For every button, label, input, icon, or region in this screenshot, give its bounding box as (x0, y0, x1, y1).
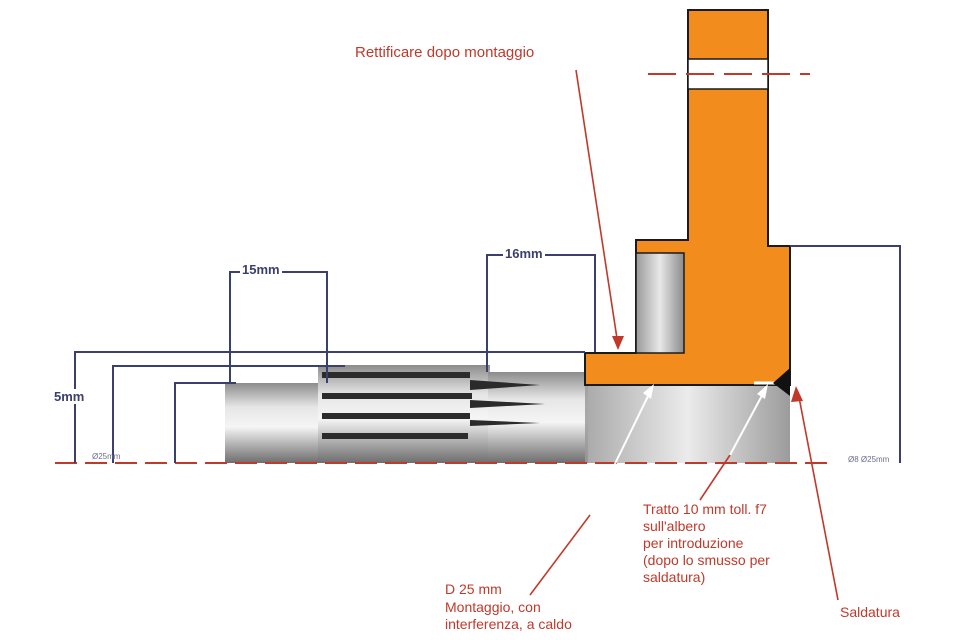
dim-inner-diameter (174, 382, 236, 463)
leader-saldatura (797, 391, 839, 601)
leader-rettificare (575, 69, 619, 346)
note-saldatura: Saldatura (840, 604, 900, 620)
note-rettificare: Rettificare dopo montaggio (355, 44, 535, 61)
orange-sleeve (584, 9, 810, 396)
dim-mid-diameter (112, 365, 345, 463)
dim-5mm-label: 5mm (52, 389, 87, 404)
leader-lines (575, 69, 839, 601)
dim-right-diameter (790, 245, 901, 463)
dim-outer-diameter (74, 351, 585, 463)
note-montaggio: Montaggio, con interferenza, a caldo (445, 599, 572, 632)
shaft-hub-section (585, 383, 790, 463)
leader-tratto (699, 454, 731, 501)
dim-16mm-bracket (486, 254, 596, 372)
leader-d25-white (589, 387, 653, 516)
dim-15mm-label: 15mm (240, 262, 282, 277)
dim-faint-left: Ø25mm (92, 452, 121, 461)
dimension-lines (74, 245, 901, 463)
note-tratto: Tratto 10 mm toll. f7 sull'albero per in… (643, 501, 770, 585)
white-leaders (589, 387, 767, 516)
dim-16mm-label: 16mm (503, 246, 545, 261)
hub-inner-view (635, 252, 685, 354)
dim-faint-right: Ø8 Ø25mm (848, 455, 890, 464)
weld-mark (773, 368, 790, 396)
red-leaders-lower (529, 454, 731, 596)
arrow-saldatura (791, 386, 803, 402)
leader-tratto-white (729, 387, 767, 456)
leader-d25 (529, 514, 591, 596)
arrow-d25 (643, 384, 654, 399)
spline-teeth (322, 372, 545, 439)
note-d25: D 25 mm (445, 581, 502, 597)
arrow-rettificare (612, 336, 624, 350)
arrow-tratto (757, 384, 768, 399)
shaft-left-section (225, 383, 325, 463)
